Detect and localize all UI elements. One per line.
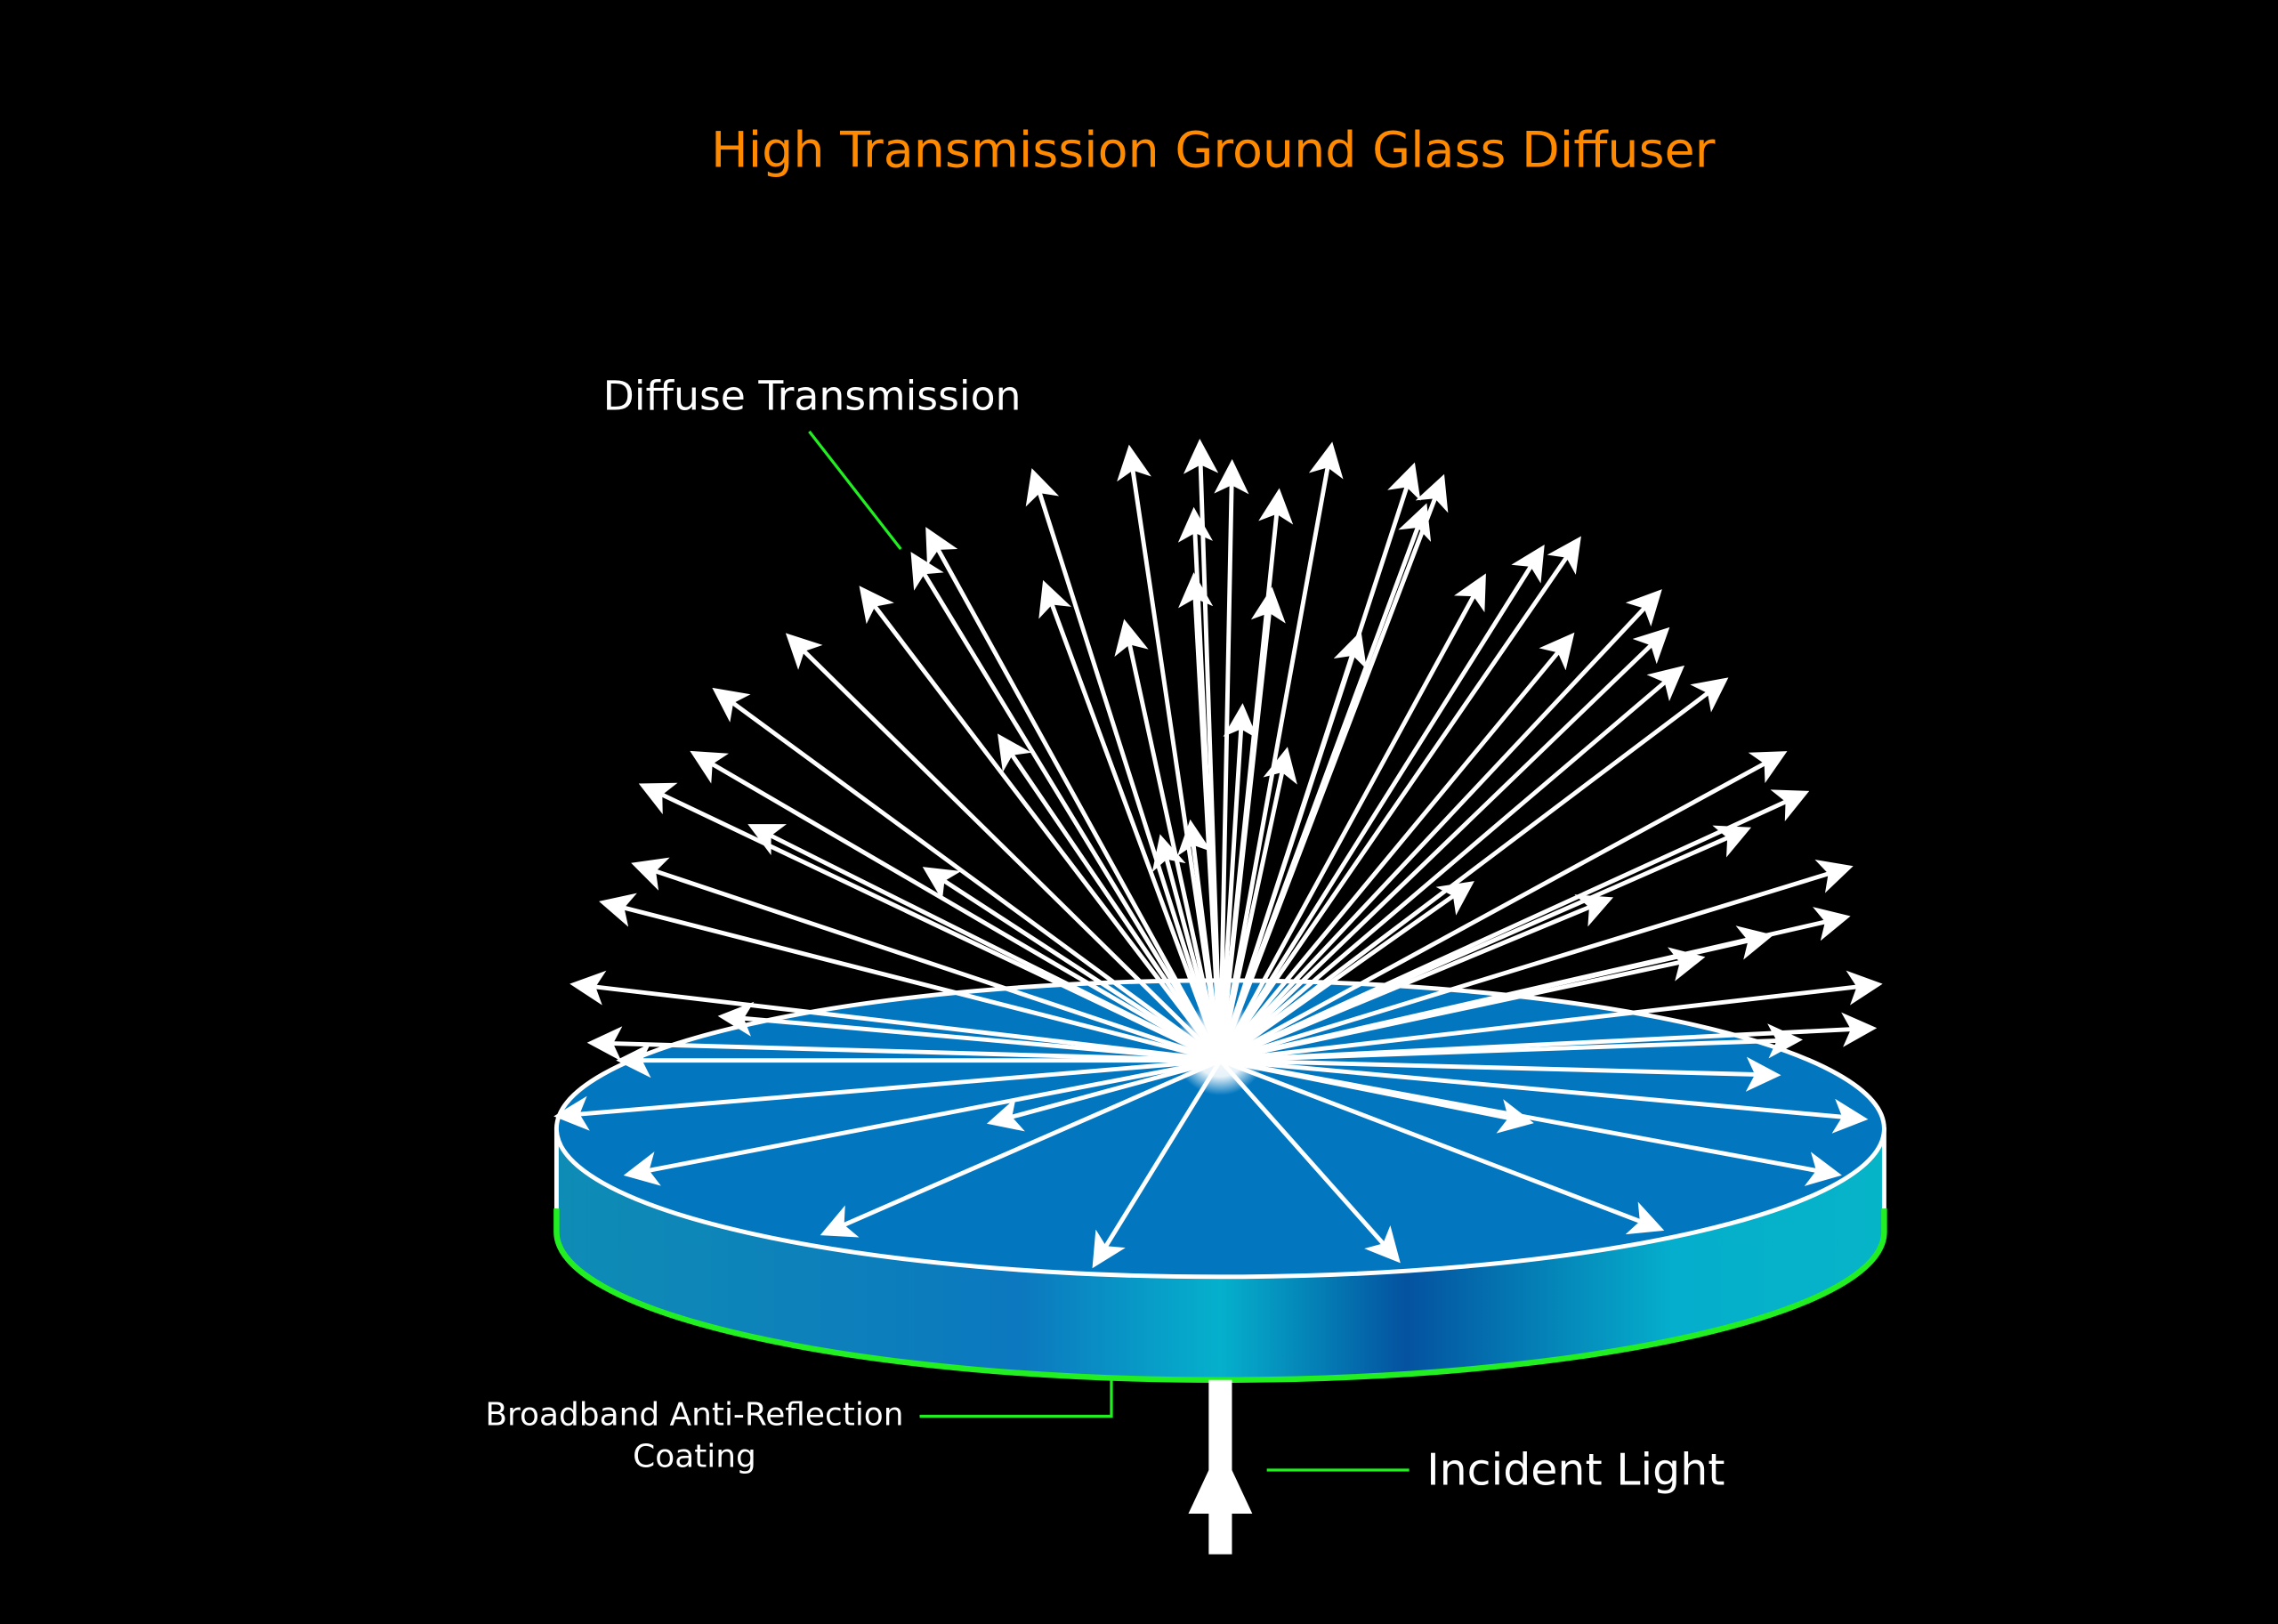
coating-leader-line [919,1377,1113,1418]
coating-edge [553,1208,1887,1384]
ray-arrow [1218,632,1575,1062]
ray-arrow [747,824,1222,1062]
ray-arrow [1219,947,1706,1063]
ray-arrow [820,1058,1222,1238]
ray-arrow [1220,970,1883,1063]
ray-arrow [785,633,1223,1062]
ray-arrow [1218,626,1670,1062]
ray-arrow [922,867,1222,1062]
ray-arrow [1218,536,1581,1062]
diffuse-transmission-label: Diffuse Transmission [603,372,1022,419]
ray-arrow [859,586,1223,1062]
ray-arrow [712,687,1222,1062]
ray-arrow [631,857,1222,1062]
ray-arrow [1218,630,1367,1062]
ray-arrow [1217,586,1286,1061]
diffuse-leader-line [808,430,902,551]
ray-arrow [1217,703,1258,1061]
ray-arrow [1218,1059,1401,1264]
ray-arrow [1218,589,1662,1062]
diffuser-disk [553,978,1887,1384]
ray-arrow [998,733,1223,1062]
ray-arrow [925,527,1223,1062]
ray-arrow [1219,1058,1665,1235]
ray-arrow [1219,860,1854,1062]
ray-arrow [717,1001,1221,1063]
ray-arrow [910,552,1223,1062]
ray-arrow [1218,677,1729,1062]
ray-arrow [690,750,1222,1062]
ray-arrow [1220,1058,1869,1134]
ray-arrow [1219,825,1752,1062]
ray-arrow [1214,458,1249,1061]
diagram-title: High Transmission Ground Glass Diffuser [711,122,1716,180]
ray-arrow [1220,1023,1803,1063]
ray-arrow [1218,503,1432,1062]
ray-arrow [1218,545,1545,1062]
ray-arrow [1220,1056,1781,1092]
ray-arrow [586,1026,1221,1063]
ray-arrow [623,1058,1221,1186]
ray-arrow [1218,573,1486,1062]
incident-light-arrow [1188,1379,1253,1555]
scatter-point-glow [1174,1002,1267,1095]
ray-arrow [1038,579,1223,1062]
ray-arrow [570,970,1221,1063]
ray-arrow [1025,468,1223,1062]
ray-arrow [1219,751,1788,1062]
ray-arrow [553,1058,1221,1131]
coating-label-line2: Coating [633,1439,756,1475]
diffuse-rays [553,438,1883,1269]
ray-arrow [1218,665,1685,1062]
ray-arrow [1117,444,1223,1061]
ray-arrow [1219,1058,1534,1134]
ray-arrow [1092,1059,1223,1269]
ray-arrow [599,893,1222,1063]
coating-label-line1: Broadband Anti-Reflection [485,1396,903,1433]
incident-light-label: Incident Light [1426,1444,1725,1495]
